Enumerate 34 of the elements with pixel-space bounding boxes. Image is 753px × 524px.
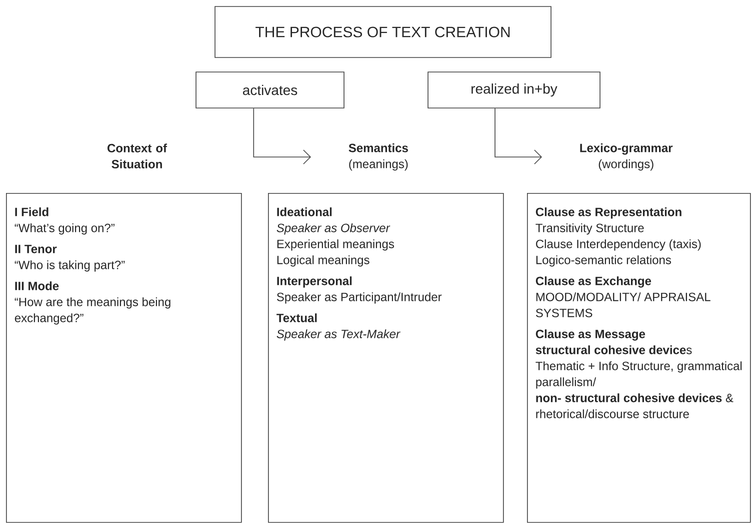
section-heading: Ideational <box>277 207 332 216</box>
process-box: realized in+by <box>428 72 600 108</box>
section-heading: Clause as Exchange <box>536 276 652 288</box>
body-text: Speaker as Participant/Intruder <box>276 292 442 304</box>
title-box: THE PROCESS OF TEXT CREATION <box>214 6 552 58</box>
section-heading: Clause as Message <box>536 329 646 341</box>
column-box <box>6 192 242 523</box>
body-text: structural cohesive devices <box>536 345 692 354</box>
body-text: “Who is taking part?” <box>14 260 125 272</box>
column-heading: Semantics (meanings) <box>348 143 408 171</box>
body-text: Speaker as Text-Maker <box>276 329 400 341</box>
body-text: “How are the meanings being exchanged?” <box>14 297 170 325</box>
column-heading: Lexico-grammar (wordings) <box>580 143 673 171</box>
section-heading: III Mode <box>15 281 59 290</box>
body-text: Logico-semantic relations <box>536 255 671 267</box>
section-heading: Interpersonal <box>277 276 352 288</box>
body-text: Experiential meanings <box>277 239 394 251</box>
section-heading: Clause as Representation <box>536 207 682 219</box>
section-heading: Textual <box>276 313 317 322</box>
section-heading: I Field <box>15 207 48 216</box>
arrow <box>494 108 542 164</box>
body-text: “What’s going on?” <box>14 223 114 235</box>
body-text: MOOD/MODALITY/ APPRAISAL SYSTEMS <box>536 292 710 318</box>
section-heading: II Tenor <box>15 244 57 254</box>
process-box: activates <box>196 72 344 108</box>
arrow <box>253 108 311 164</box>
body-text: non- structural cohesive devices & rhetorical/discourse structure <box>536 393 734 418</box>
column-heading: Context of Situation <box>108 144 168 168</box>
body-text: Clause Interdependency (taxis) <box>536 239 701 251</box>
column-box <box>268 192 504 523</box>
body-text: Transitivity Structure <box>536 223 644 235</box>
body-text: Logical meanings <box>277 255 370 267</box>
body-text: Speaker as Observer <box>276 223 390 235</box>
column-box <box>527 192 751 523</box>
